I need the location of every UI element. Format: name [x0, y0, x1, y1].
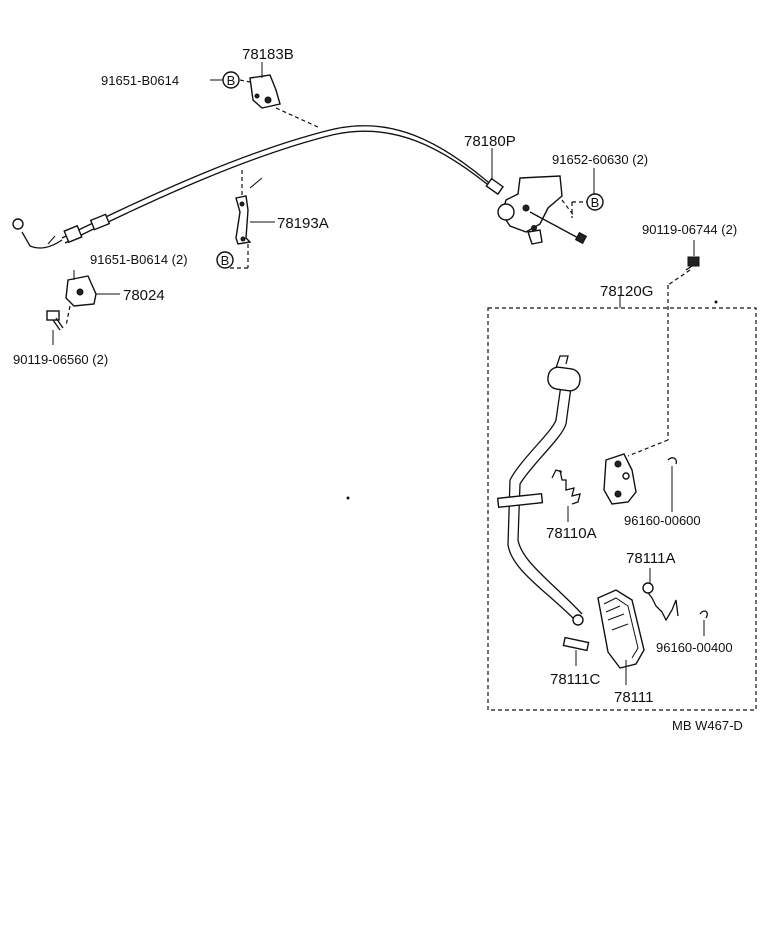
svg-text:B: B	[221, 253, 230, 268]
clip-78024	[65, 270, 120, 327]
spring-78110A	[551, 469, 581, 522]
pedal-lever	[507, 355, 584, 626]
svg-text:B: B	[591, 195, 600, 210]
label-78183B: 78183B	[242, 46, 294, 63]
label-78193A: 78193A	[277, 215, 329, 232]
bracket-78180P	[491, 148, 595, 245]
label-78111C: 78111C	[550, 671, 600, 688]
label-96160-00400: 96160-00400	[656, 640, 733, 655]
label-78111A: 78111A	[626, 550, 676, 567]
label-91651-top: 91651-B0614	[101, 73, 179, 88]
spring-78111A	[642, 568, 679, 622]
pedal-pad-78111	[597, 589, 645, 685]
label-78180P: 78180P	[464, 133, 516, 150]
pin-78111C	[562, 636, 590, 666]
bolt-90119-06560	[46, 310, 64, 345]
pedal-assembly-box	[346, 285, 757, 711]
bracket-78183B	[249, 62, 281, 109]
label-91651-mid: 91651-B0614 (2)	[90, 252, 188, 267]
clip-96160-00400	[699, 610, 708, 636]
callout-b-icon: B	[216, 251, 234, 269]
label-78120G: 78120G	[600, 283, 653, 300]
label-78111: 78111	[614, 689, 654, 706]
diagram-code: MB W467-D	[672, 718, 743, 733]
pin-axle	[496, 492, 544, 509]
label-96160-00600: 96160-00600	[624, 513, 701, 528]
callout-b-icon: B	[586, 193, 604, 211]
label-91652: 91652-60630 (2)	[552, 152, 648, 167]
link-plate	[603, 453, 637, 505]
svg-text:B: B	[227, 73, 236, 88]
label-90119-06560: 90119-06560 (2)	[13, 352, 108, 367]
label-78024: 78024	[123, 287, 165, 304]
clip-96160-00600	[667, 457, 678, 512]
leader-dash	[239, 79, 251, 83]
callout-b-icon: B	[222, 71, 240, 89]
leader-dash	[275, 107, 321, 129]
accelerator-cable	[12, 125, 505, 249]
bracket-78193A	[230, 170, 275, 269]
bolt-90119-06744	[667, 240, 700, 286]
label-90119-06744: 90119-06744 (2)	[642, 222, 737, 237]
label-78110A: 78110A	[546, 525, 597, 542]
